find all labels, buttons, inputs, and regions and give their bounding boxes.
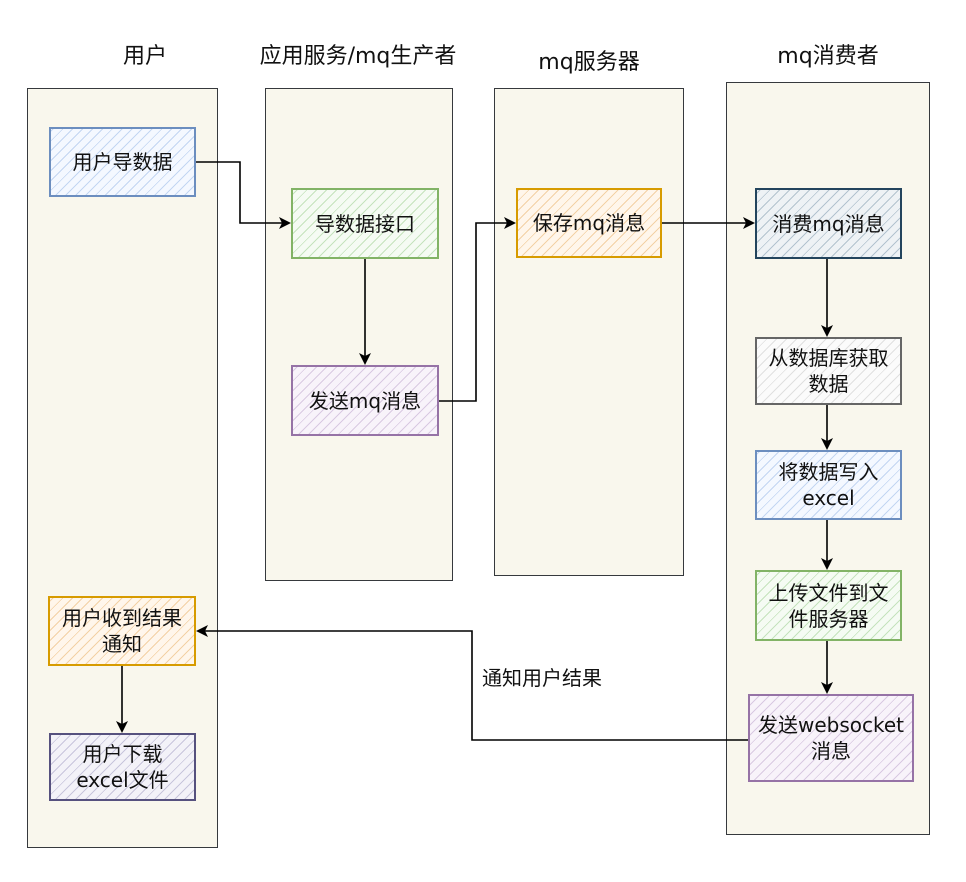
node-write-excel-label: 将数据写入excel: [778, 460, 879, 510]
node-write-excel[interactable]: 将数据写入excel: [755, 450, 902, 520]
node-consume-mq-label: 消费mq消息: [772, 211, 885, 236]
lane-title-producer: 应用服务/mq生产者: [259, 44, 457, 69]
lane-title-user: 用户: [122, 44, 167, 69]
node-upload-file[interactable]: 上传文件到文件服务器: [755, 570, 902, 641]
lane-title-consumer: mq消费者: [777, 44, 879, 69]
lane-server: [494, 88, 684, 576]
node-export-api-label: 导数据接口: [315, 211, 415, 236]
node-export-api[interactable]: 导数据接口: [291, 188, 439, 259]
lane-producer: [265, 88, 453, 581]
node-send-mq[interactable]: 发送mq消息: [291, 365, 439, 436]
node-save-mq-label: 保存mq消息: [532, 211, 646, 235]
node-user-export-label: 用户导数据: [72, 150, 173, 174]
node-user-download-label: 用户下载excel文件: [76, 742, 169, 792]
node-save-mq[interactable]: 保存mq消息: [516, 188, 662, 258]
node-fetch-db[interactable]: 从数据库获取数据: [755, 337, 902, 405]
node-send-websocket[interactable]: 发送websocket消息: [748, 694, 914, 782]
node-user-notified-label: 用户收到结果通知: [62, 606, 182, 656]
node-user-export[interactable]: 用户导数据: [49, 127, 196, 197]
node-user-download[interactable]: 用户下载excel文件: [49, 733, 196, 801]
edge-label-notify-user: 通知用户结果: [482, 666, 602, 690]
node-upload-file-label: 上传文件到文件服务器: [768, 580, 889, 631]
node-send-websocket-label: 发送websocket消息: [757, 713, 905, 763]
node-user-notified[interactable]: 用户收到结果通知: [48, 596, 196, 666]
lane-title-server: mq服务器: [538, 50, 640, 75]
arrow-ws-to-notified: [196, 625, 750, 741]
node-fetch-db-label: 从数据库获取数据: [768, 346, 889, 396]
node-consume-mq[interactable]: 消费mq消息: [755, 188, 902, 259]
node-send-mq-label: 发送mq消息: [308, 388, 422, 413]
